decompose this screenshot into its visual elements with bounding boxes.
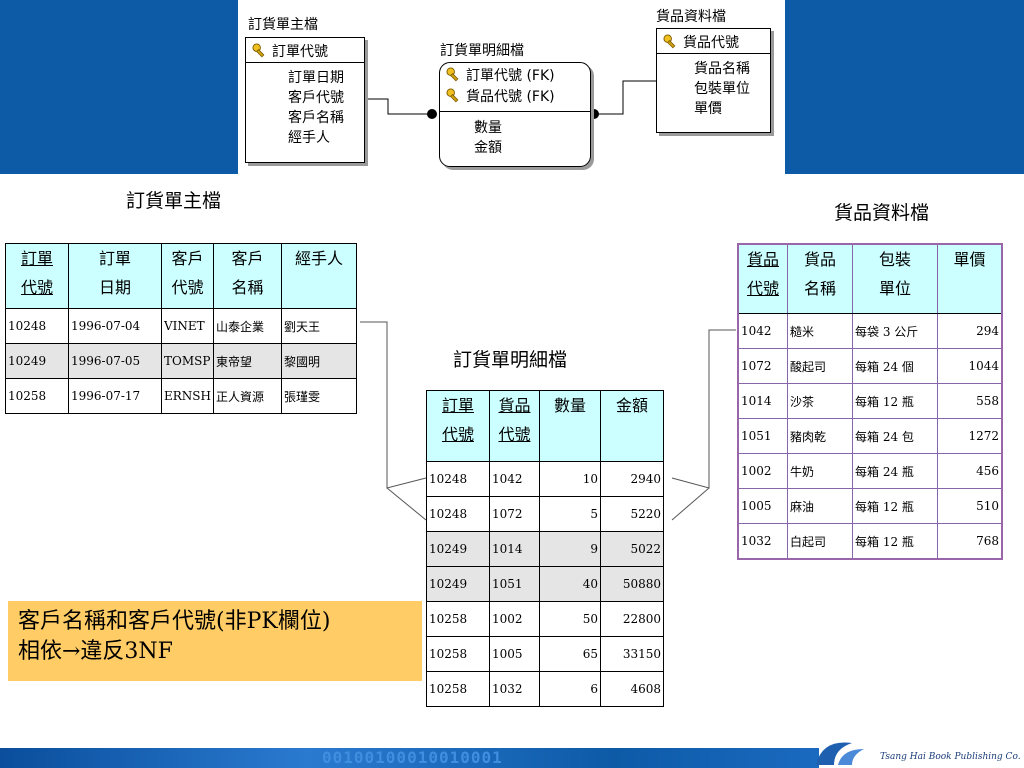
er-relationship-lines [365,80,656,119]
connector-master-left [360,321,427,489]
key-icon [446,67,459,82]
entity-divider [657,53,770,54]
header-handler: 經手人 [280,243,357,309]
header-unit-price: 單價 [937,243,1003,314]
entity-product-pk-row: 貨品代號 [663,32,739,52]
relation-dot-master [427,109,437,119]
caption-order-master: 訂貨單主檔 [126,190,222,212]
relation-line-master-detail [365,98,433,115]
key-icon [252,43,265,58]
er-diagram: 訂貨單主檔 訂單代號 訂單日期 客戶代號 客戶名稱 經手人 訂貨單明細檔 訂單代… [238,0,785,174]
connector-master-left-b [386,487,427,521]
header-package-unit: 包裝 單位 [852,243,938,314]
entity-title-order-master: 訂貨單主檔 [248,17,318,33]
entity-order-master: 訂單代號 訂單日期 客戶代號 客戶名稱 經手人 [245,37,365,163]
entity-product-fields: 貨品名稱 包裝單位 單價 [694,61,750,117]
relation-dot-product [589,109,599,119]
table-header-row: 訂單 代號 訂單 日期 客戶 代號 客戶 名稱 經手人 [5,243,357,309]
entity-order-master-pk-row: 訂單代號 [252,41,328,61]
entity-divider [246,62,364,63]
entity-title-product: 貨品資料檔 [656,9,726,25]
publisher-logo-icon [816,742,864,765]
bottom-blue-band [0,748,1024,768]
caption-order-detail: 訂貨單明細檔 [453,349,568,371]
entity-divider [440,111,590,112]
connector-product-right [671,329,736,489]
header-product-id: 貨品 代號 [737,243,788,314]
entity-order-detail-keys: 訂單代號 (FK) 貨品代號 (FK) [446,66,555,108]
header-customer-id: 客戶 代號 [161,243,214,309]
connector-product-right-b [671,487,710,521]
entity-order-detail-fields: 數量 金額 [474,120,502,156]
header-amount: 金額 [600,390,664,462]
header-quantity: 數量 [539,390,601,462]
header-product-id: 貨品 代號 [489,390,540,462]
header-order-date: 訂單 日期 [68,243,162,309]
header-order-id: 訂單 代號 [5,243,69,309]
table-header-row: 貨品 代號 貨品 名稱 包裝 單位 單價 [737,243,1003,314]
entity-title-order-detail: 訂貨單明細檔 [440,43,524,59]
entity-order-master-fields: 訂單日期 客戶代號 客戶名稱 經手人 [288,70,344,146]
publisher-name: Tsang Hai Book Publishing Co. [880,752,1021,762]
3nf-violation-note: 客戶名稱和客戶代號(非PK欄位) 相依→違反3NF [8,601,422,681]
header-product-name: 貨品 名稱 [787,243,853,314]
table-header-row: 訂單 代號 貨品 代號 數量 金額 [426,390,664,462]
caption-product: 貨品資料檔 [834,202,930,224]
relation-line-detail-product [588,80,656,115]
entity-order-detail: 訂單代號 (FK) 貨品代號 (FK) 數量 金額 [439,62,591,167]
key-icon [663,34,676,49]
key-icon [446,88,459,103]
header-customer-name: 客戶 名稱 [212,243,282,309]
binary-decoration: 00100100010010001 [322,748,503,767]
header-order-id: 訂單 代號 [426,390,490,462]
entity-product: 貨品代號 貨品名稱 包裝單位 單價 [656,28,771,133]
